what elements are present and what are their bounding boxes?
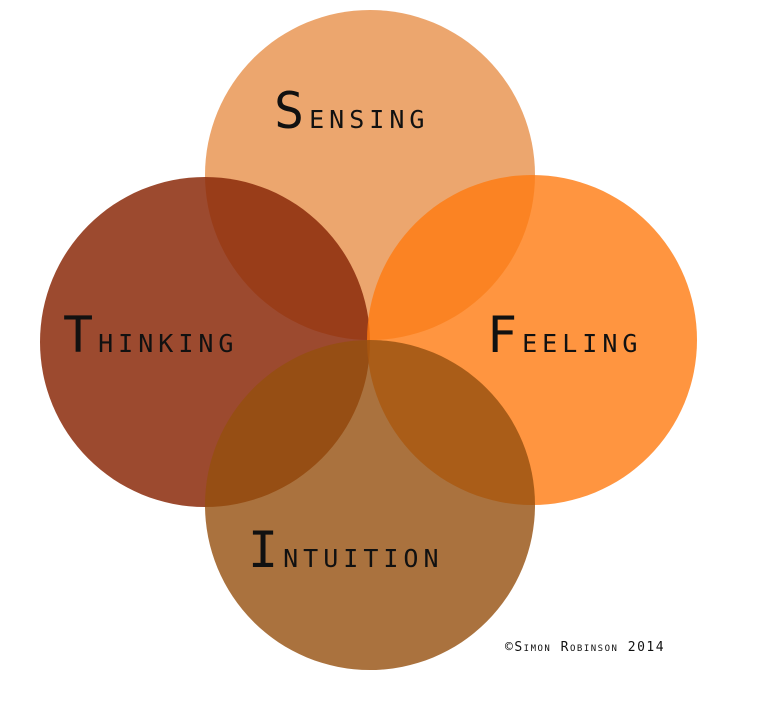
- feeling-label-initial: F: [487, 306, 522, 364]
- thinking-label-initial: T: [63, 306, 98, 364]
- sensing-label: Sensing: [274, 82, 429, 140]
- intuition-label-initial: I: [248, 521, 283, 579]
- thinking-label: Thinking: [63, 306, 238, 364]
- intuition-label-rest: ntuition: [283, 535, 443, 576]
- copyright-text: ©Simon Robinson 2014: [505, 640, 665, 655]
- feeling-label: Feeling: [487, 306, 642, 364]
- intuition-label: Intuition: [248, 521, 444, 579]
- intuition-circle: [205, 340, 535, 670]
- feeling-label-rest: eeling: [522, 320, 642, 361]
- thinking-label-rest: hinking: [98, 320, 238, 361]
- sensing-label-rest: ensing: [309, 96, 429, 137]
- sensing-label-initial: S: [274, 82, 309, 140]
